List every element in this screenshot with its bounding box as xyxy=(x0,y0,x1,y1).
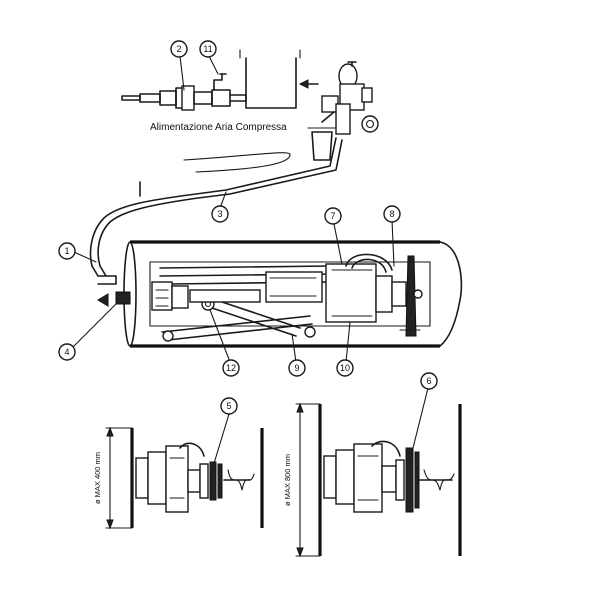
callout-4: 4 xyxy=(58,343,76,361)
callout-12-label: 12 xyxy=(226,363,236,373)
callout-leaders xyxy=(71,55,429,471)
callout-1: 1 xyxy=(58,242,76,260)
supply-hose xyxy=(89,137,343,277)
callout-3: 3 xyxy=(211,205,229,223)
small-pipe-detail xyxy=(105,426,264,530)
callout-5-label: 5 xyxy=(226,401,231,411)
callout-6-label: 6 xyxy=(426,376,431,386)
callout-9-label: 9 xyxy=(294,363,299,373)
callout-2: 2 xyxy=(170,40,188,58)
callout-4-label: 4 xyxy=(64,347,69,357)
crawler-machine xyxy=(97,253,423,342)
callout-6: 6 xyxy=(420,372,438,390)
small-pipe-diameter-label: ø MAX 400 mm xyxy=(93,452,102,504)
callout-8: 8 xyxy=(383,205,401,223)
callout-10-label: 10 xyxy=(340,363,350,373)
callout-11-label: 11 xyxy=(203,44,212,54)
callout-7: 7 xyxy=(324,207,342,225)
large-pipe-diameter-label: ø MAX 800 mm xyxy=(283,454,292,506)
callout-10: 10 xyxy=(336,359,354,377)
callout-9: 9 xyxy=(288,359,306,377)
large-pipe-detail xyxy=(295,402,462,558)
callout-8-label: 8 xyxy=(389,209,394,219)
air-supply-caption: Alimentazione Aria Compressa xyxy=(150,122,287,133)
callout-12: 12 xyxy=(222,359,240,377)
callout-3-label: 3 xyxy=(217,209,222,219)
callout-7-label: 7 xyxy=(330,211,335,221)
callout-2-label: 2 xyxy=(176,44,181,54)
callout-11: 11 xyxy=(199,40,217,58)
callout-5: 5 xyxy=(220,397,238,415)
callout-1-label: 1 xyxy=(64,246,69,256)
air-supply-assembly xyxy=(121,49,379,161)
